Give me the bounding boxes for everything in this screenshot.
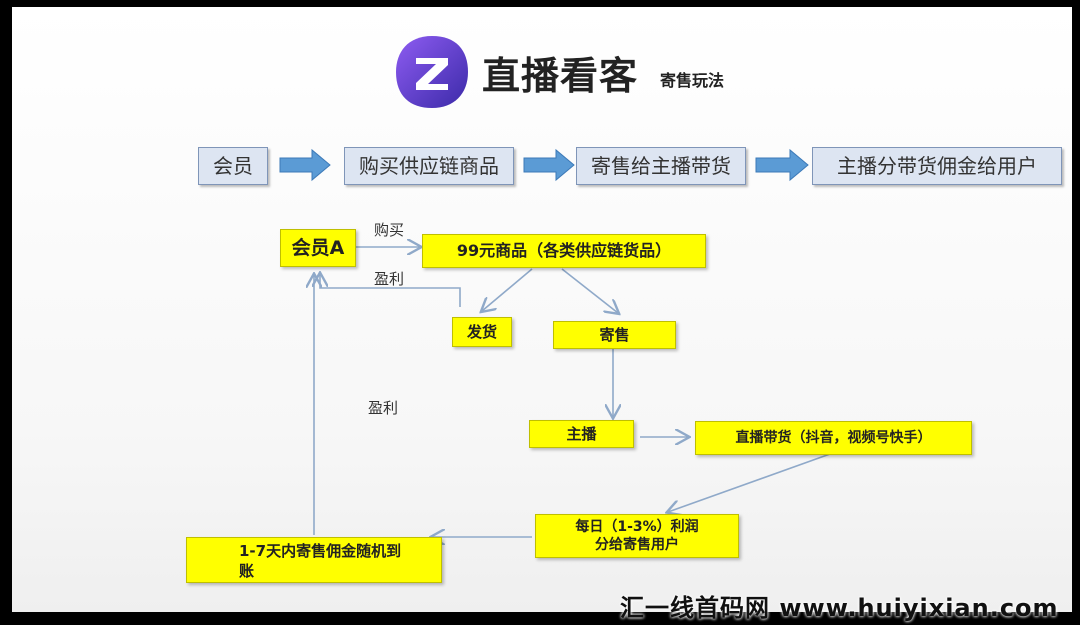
member-a-box: 会员A xyxy=(280,229,356,267)
step-arrow-icon xyxy=(279,148,331,182)
profit-label-top: 盈利 xyxy=(374,270,405,288)
step-arrow-icon xyxy=(523,148,575,182)
daily-profit-box: 每日（1-3%）利润 分给寄售用户 xyxy=(535,514,739,558)
step-buy-supply-goods: 购买供应链商品 xyxy=(344,147,514,185)
live-sale-box: 直播带货（抖音，视频号快手） xyxy=(695,421,972,455)
step-arrow-icon xyxy=(755,148,809,182)
step-arrows xyxy=(279,148,809,182)
ship-box: 发货 xyxy=(452,317,512,347)
anchor-box: 主播 xyxy=(529,420,634,448)
brand-logo-icon xyxy=(396,36,468,108)
buy-label: 购买 xyxy=(374,221,405,239)
brand-subtitle: 寄售玩法 xyxy=(660,71,725,90)
slide: 直播看客 寄售玩法 会员 购买供应链商品 寄售给主播带货 主播分带货佣金给用户 xyxy=(12,7,1072,612)
step-consign-to-anchor: 寄售给主播带货 xyxy=(576,147,746,185)
watermark: 汇一线首码网 www.huiyixian.com xyxy=(620,594,1059,622)
commission-box: 1-7天内寄售佣金随机到 账 xyxy=(186,537,442,583)
consign-box: 寄售 xyxy=(553,321,676,349)
step-member: 会员 xyxy=(198,147,268,185)
brand-title: 直播看客 xyxy=(482,54,639,98)
step-anchor-commission: 主播分带货佣金给用户 xyxy=(812,147,1062,185)
profit-label-left: 盈利 xyxy=(368,399,399,417)
flow-connectors xyxy=(12,7,831,612)
product-box: 99元商品（各类供应链货品） xyxy=(422,234,706,268)
